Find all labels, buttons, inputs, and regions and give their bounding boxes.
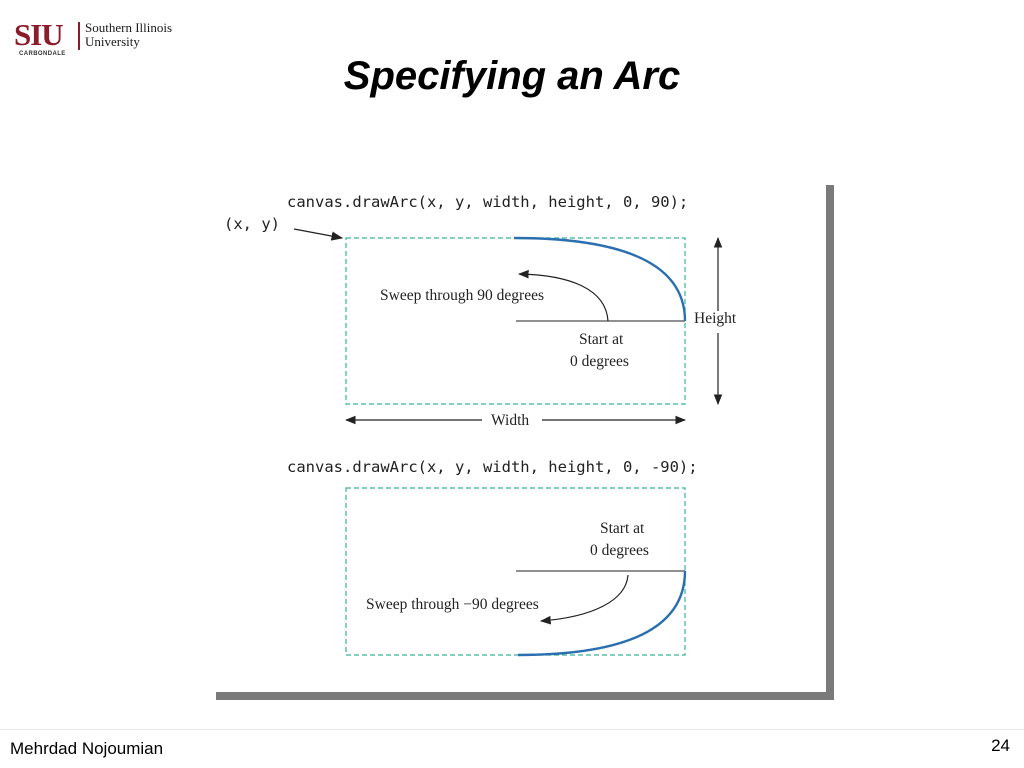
logo-university-name: Southern Illinois University [85,20,173,49]
footer-divider [0,729,1024,730]
top-start-label-line1: Start at [579,331,624,348]
logo-mark: SIU [14,17,64,52]
bottom-start-label-line1: Start at [600,520,645,537]
arc-diagram-figure: canvas.drawArc(x, y, width, height, 0, 9… [208,177,826,692]
bottom-sweep-arrow [539,574,629,625]
slide-title: Specifying an Arc [343,54,681,98]
top-start-label-line2: 0 degrees [570,353,629,370]
logo-divider [78,22,80,50]
top-sweep-arrow [517,269,609,322]
university-logo: SIU Southern Illinois University CARBOND… [14,18,194,62]
width-label: Width [491,412,529,429]
bottom-arc [517,570,687,657]
bottom-code-line: canvas.drawArc(x, y, width, height, 0, -… [287,458,698,476]
top-code-line: canvas.drawArc(x, y, width, height, 0, 9… [287,193,688,211]
height-label: Height [694,310,737,327]
bottom-sweep-label: Sweep through −90 degrees [366,596,539,613]
top-arc [513,236,687,322]
bottom-start-label-line2: 0 degrees [590,542,649,559]
origin-label: (x, y) [224,215,280,233]
page-number: 24 [991,736,1010,755]
bottom-bounding-box [345,487,686,656]
arc-diagram: canvas.drawArc(x, y, width, height, 0, 9… [224,193,737,657]
footer-author: Mehrdad Nojoumian [10,739,164,758]
logo-campus: CARBONDALE [19,51,66,57]
top-sweep-label: Sweep through 90 degrees [380,287,544,304]
origin-pointer-arrow [293,228,344,241]
